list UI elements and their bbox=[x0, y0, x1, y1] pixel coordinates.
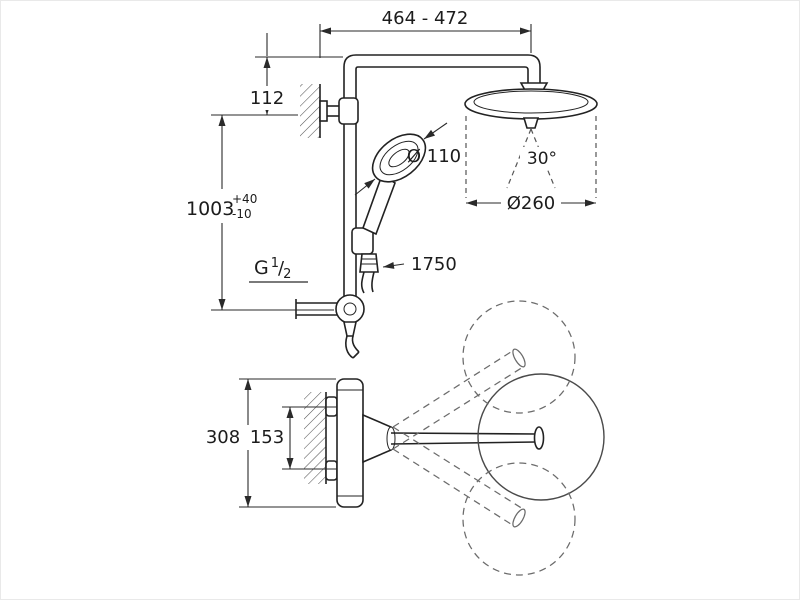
wall-section-bottom bbox=[304, 392, 327, 484]
backing-1003 bbox=[182, 189, 266, 223]
label-308: 308 bbox=[206, 427, 240, 448]
hand-shower-handle bbox=[361, 173, 396, 236]
label-1003-tol-minus: -10 bbox=[232, 207, 252, 221]
ghost-arm-down-edge1 bbox=[392, 448, 515, 527]
swivel-range-ghosts bbox=[392, 300, 576, 576]
shower-arm-top bbox=[390, 432, 537, 435]
backing-112 bbox=[248, 86, 288, 110]
outlet-hose-right bbox=[351, 335, 360, 353]
wall-section-top bbox=[300, 84, 321, 138]
label-153: 153 bbox=[250, 427, 284, 448]
shower-riser-and-head bbox=[319, 54, 598, 300]
head-shower-inner-rim bbox=[473, 90, 589, 114]
wall-hatch-top bbox=[300, 84, 320, 138]
backing-260 bbox=[501, 191, 561, 214]
wall-hatch-bottom bbox=[304, 392, 326, 484]
label-112: 112 bbox=[250, 88, 284, 109]
hose-length-leader bbox=[382, 261, 405, 269]
cone-mouth bbox=[386, 426, 396, 451]
head-shower-nozzle bbox=[522, 117, 540, 129]
valve-body bbox=[335, 294, 365, 324]
thread-letter: G bbox=[254, 257, 269, 279]
supply-valve bbox=[295, 294, 365, 359]
arm-end-joint bbox=[533, 426, 545, 450]
backing-308 bbox=[201, 424, 246, 450]
hand-shower-center bbox=[388, 148, 410, 168]
hose-right-edge bbox=[371, 271, 375, 293]
head-shower-face bbox=[464, 88, 598, 120]
dia110-arrow-upper bbox=[423, 122, 448, 140]
valve-center bbox=[343, 302, 357, 316]
hand-shower bbox=[351, 133, 427, 294]
thread-numerator: 1 bbox=[271, 256, 279, 271]
valve-outlet bbox=[343, 321, 357, 337]
outlet-hose-end bbox=[352, 351, 360, 359]
shower-arm-bottom bbox=[390, 441, 537, 445]
hand-shower-head bbox=[371, 133, 427, 183]
spray-line-left bbox=[506, 128, 532, 189]
riser-clamp bbox=[338, 97, 359, 125]
dia110-arrow-lower bbox=[354, 178, 376, 196]
swivel-circle-up bbox=[462, 300, 576, 414]
ghost-arm-down-end bbox=[512, 508, 526, 528]
label-dia-110: Ø 110 bbox=[407, 146, 461, 167]
label-width-range: 464 - 472 bbox=[382, 8, 469, 29]
trim-body bbox=[336, 378, 364, 508]
thread-denominator: 2 bbox=[283, 267, 291, 282]
ghost-arm-up-edge2 bbox=[392, 366, 524, 450]
backing-153 bbox=[247, 425, 287, 450]
swivel-circle-down bbox=[462, 462, 576, 576]
label-hose-length: 1750 bbox=[411, 254, 457, 275]
ghost-arm-up-edge1 bbox=[392, 349, 515, 428]
riser-pipe-outer bbox=[343, 54, 541, 300]
connection-knob-bottom bbox=[325, 460, 338, 481]
label-1003-tol-plus: +40 bbox=[232, 192, 257, 206]
ghost-arm-up-end bbox=[512, 348, 526, 368]
thermostat-trim bbox=[325, 373, 605, 508]
hand-shower-ring bbox=[379, 140, 419, 176]
thread-slash: / bbox=[278, 258, 285, 279]
outlet-hose-left bbox=[345, 335, 354, 359]
label-dia-260: Ø260 bbox=[507, 193, 556, 214]
backing-30deg bbox=[520, 147, 564, 170]
label-1003: 1003 bbox=[186, 198, 234, 220]
riser-pipe-inner bbox=[355, 66, 529, 300]
dimension-labels: 464 - 472 112 1003 +40 -10 Ø 110 30° Ø26… bbox=[182, 8, 564, 450]
hose-nut bbox=[359, 253, 379, 273]
label-spray-angle: 30° bbox=[527, 149, 557, 169]
wall-bracket-plate bbox=[319, 100, 328, 122]
hose-left-edge bbox=[360, 271, 365, 294]
swivel-circle-center bbox=[477, 373, 605, 501]
ghost-arm-down-edge2 bbox=[392, 426, 524, 510]
hand-shower-face bbox=[371, 133, 427, 183]
